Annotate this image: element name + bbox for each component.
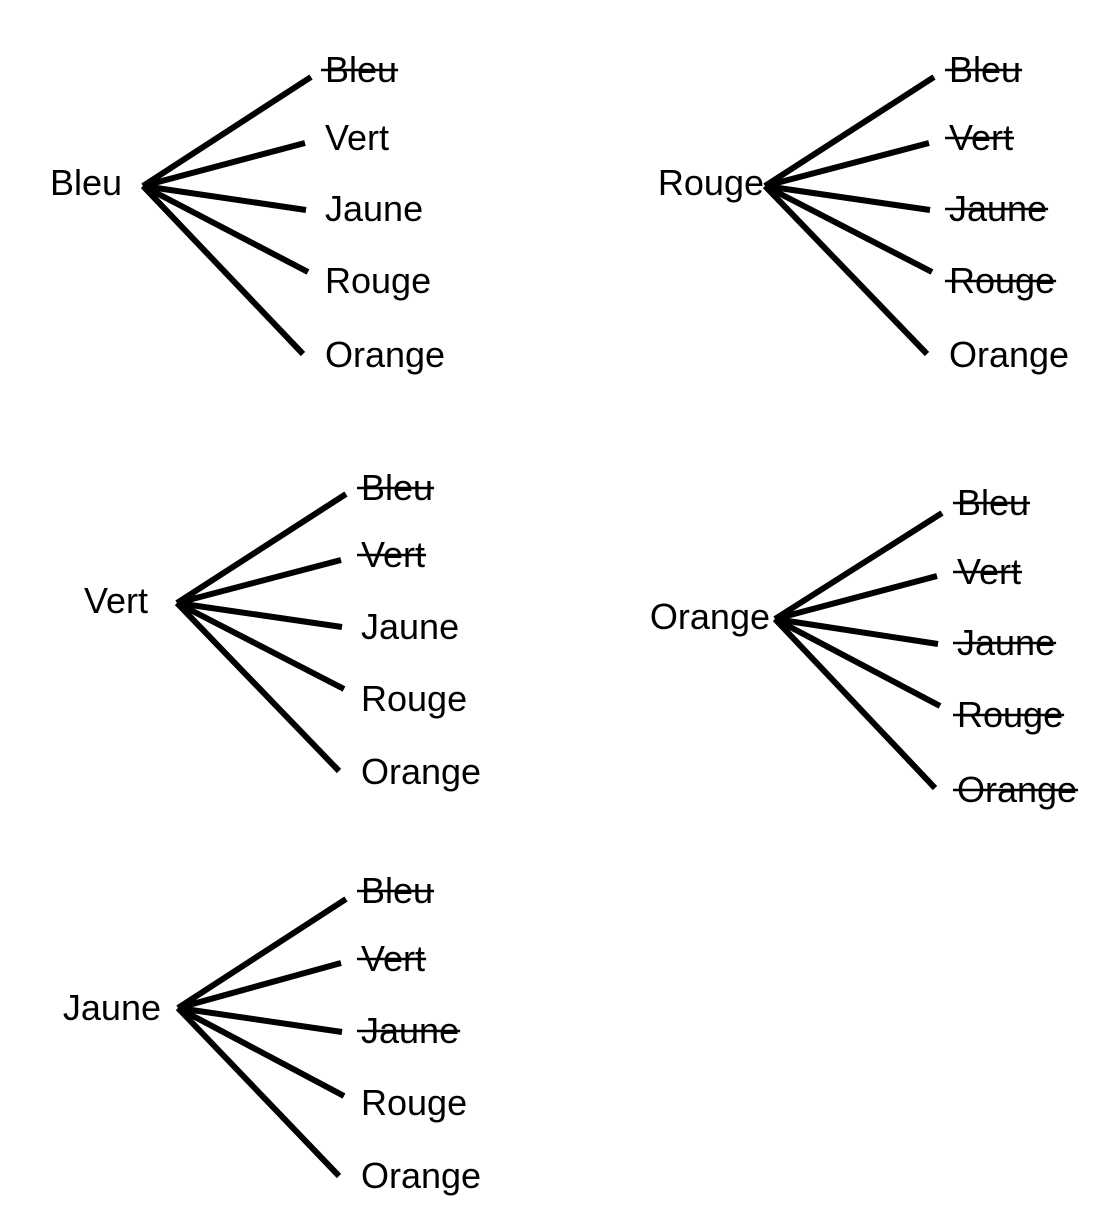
branch-bleu-to-bleu (141, 74, 313, 189)
branch-orange-to-bleu (773, 510, 944, 622)
root-label-vert: Vert (84, 580, 148, 621)
branch-bleu-to-rouge (141, 183, 310, 275)
branch-jaune-to-orange (175, 1005, 342, 1179)
branch-rouge-to-jaune (764, 183, 931, 213)
root-label-rouge: Rouge (658, 162, 764, 203)
branch-vert-to-rouge (175, 600, 346, 692)
branch-rouge-to-bleu (763, 74, 936, 189)
branch-orange-to-rouge (773, 616, 942, 709)
branch-bleu-to-orange (140, 183, 306, 357)
leaf-label-jaune-orange: Orange (361, 1155, 481, 1196)
leaf-label-vert-rouge: Rouge (361, 678, 467, 719)
root-label-bleu: Bleu (50, 162, 122, 203)
branch-jaune-to-jaune (177, 1005, 343, 1035)
leaf-label-rouge-orange: Orange (949, 334, 1069, 375)
leaf-label-vert-orange: Orange (361, 751, 481, 792)
branch-bleu-to-vert (142, 140, 306, 189)
branch-jaune-to-bleu (176, 896, 348, 1011)
branch-orange-to-orange (772, 616, 938, 791)
branch-vert-to-vert (176, 557, 342, 606)
leaf-label-bleu-vert: Vert (325, 117, 389, 158)
branch-vert-to-orange (174, 600, 342, 774)
root-label-orange: Orange (650, 596, 770, 637)
branch-rouge-to-rouge (763, 183, 934, 275)
branch-orange-to-vert (774, 573, 938, 622)
root-label-jaune: Jaune (63, 987, 161, 1028)
branch-vert-to-jaune (176, 600, 343, 630)
branch-bleu-to-jaune (142, 183, 307, 213)
branch-rouge-to-vert (764, 140, 930, 189)
leaf-label-bleu-orange: Orange (325, 334, 445, 375)
leaf-label-bleu-jaune: Jaune (325, 188, 423, 229)
leaf-label-jaune-rouge: Rouge (361, 1082, 467, 1123)
branch-orange-to-jaune (774, 616, 939, 647)
branch-jaune-to-rouge (176, 1005, 346, 1099)
branch-jaune-to-vert (177, 960, 342, 1011)
branch-rouge-to-orange (762, 183, 930, 357)
leaf-label-vert-jaune: Jaune (361, 606, 459, 647)
branch-vert-to-bleu (175, 491, 348, 606)
leaf-label-bleu-rouge: Rouge (325, 260, 431, 301)
